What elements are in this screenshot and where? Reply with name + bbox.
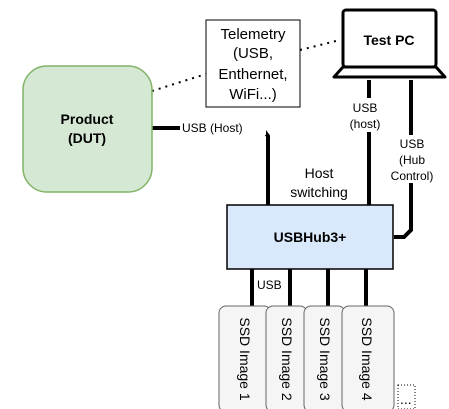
test-pc-label: Test PC — [363, 32, 414, 48]
product-label-2: (DUT) — [68, 130, 106, 146]
usb-hub-control-label-2: (Hub — [399, 153, 425, 167]
ssd-3: SSD Image 3 — [303, 305, 346, 409]
usb-hub-control-label-bg — [386, 135, 438, 183]
ssd-4: SSD Image 4 — [341, 305, 395, 409]
more-ssds-box — [397, 384, 416, 409]
usb-host-label-bg — [180, 120, 266, 135]
ssd-2: SSD Image 2 — [265, 305, 308, 409]
usb-hub-label: USBHub3+ — [274, 229, 347, 245]
usb-ssd-label: USB — [257, 278, 282, 292]
usb-ssd-label-bg — [255, 277, 286, 292]
usb-hub-box — [226, 204, 394, 270]
telemetry-line-2: (USB, — [233, 45, 273, 62]
usb-host-pc-label-bg — [346, 98, 386, 132]
telemetry-line-3: Enthernet, — [218, 66, 287, 83]
usb-host-pc-label-1: USB — [353, 101, 378, 115]
usb-host-product-wire — [152, 126, 270, 205]
host-switching-label-1: Host — [305, 165, 334, 181]
ssd-1-label: SSD Image 1 — [237, 317, 253, 400]
telemetry-box — [205, 19, 301, 108]
ssd-2-label: SSD Image 2 — [279, 317, 295, 400]
product-label-1: Product — [61, 111, 114, 127]
telemetry-link-product — [151, 73, 207, 92]
usb-hub-control-label-1: USB — [400, 137, 425, 151]
ssd-4-label: SSD Image 4 — [359, 317, 375, 400]
ssd-3-label: SSD Image 3 — [317, 317, 333, 400]
usb-host-product-label: USB (Host) — [182, 121, 243, 135]
laptop-icon — [332, 8, 447, 79]
ssd-1: SSD Image 1 — [218, 305, 272, 409]
host-switching-label-2: switching — [290, 184, 348, 200]
more-ssds-label: ... — [400, 391, 412, 407]
telemetry-link-pc — [299, 39, 341, 51]
usb-host-pc-label-2: (host) — [350, 117, 381, 131]
product-box — [22, 65, 153, 193]
usb-hub-control-label-3: Control) — [391, 169, 434, 183]
telemetry-line-4: WiFi...) — [229, 86, 276, 103]
telemetry-line-1: Telemetry — [220, 26, 286, 43]
